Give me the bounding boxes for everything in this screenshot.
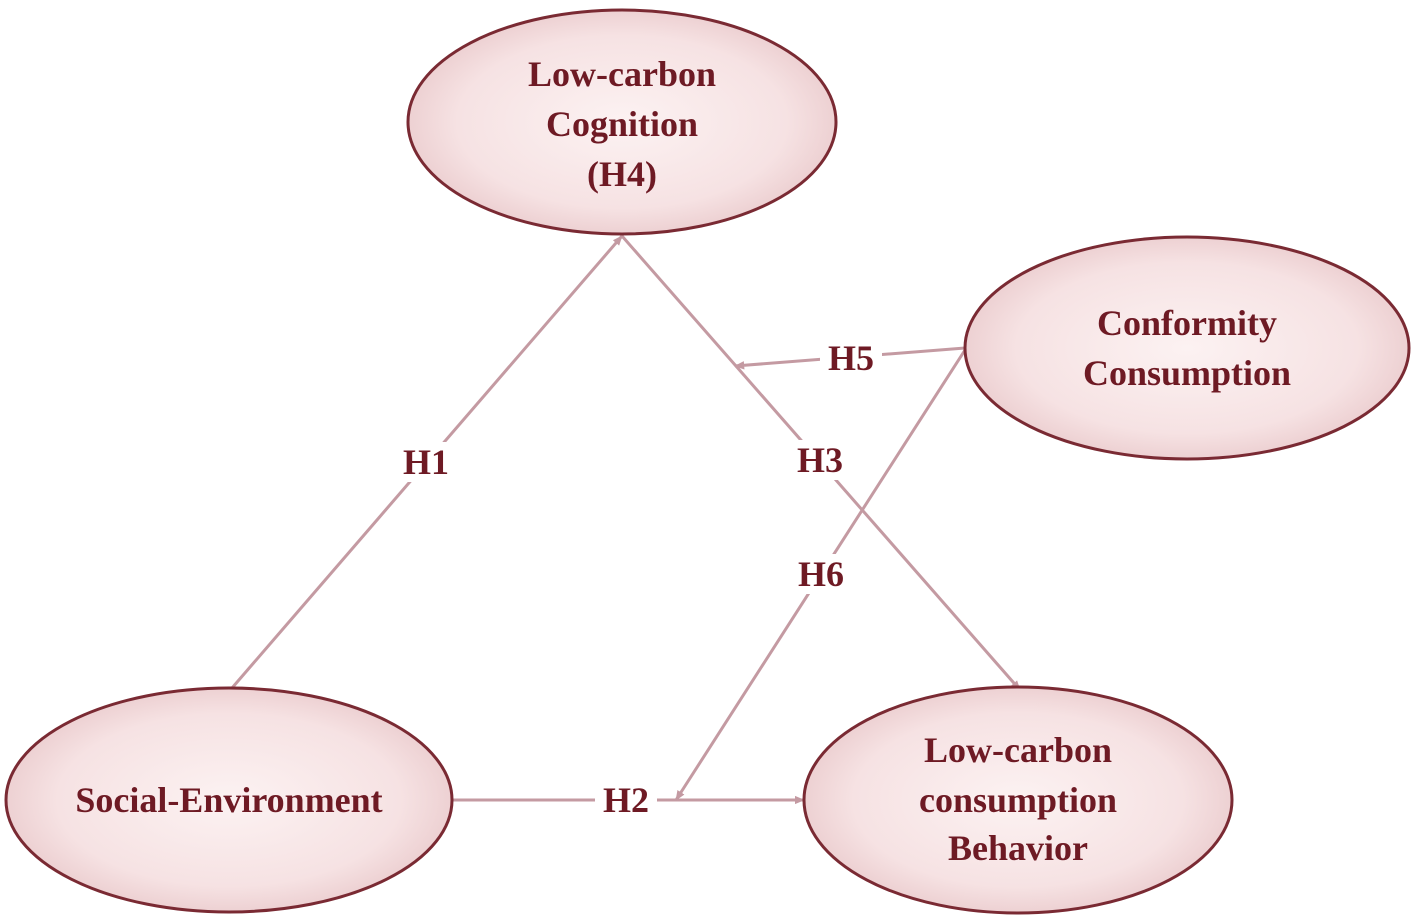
edge-label-h3: H3 xyxy=(789,440,851,480)
node-label-line: Social-Environment xyxy=(75,780,382,820)
node-low-carbon-consumption-behavior: Low-carbon consumption Behavior xyxy=(802,685,1234,915)
node-label-line: Cognition xyxy=(546,104,698,144)
edge-label-h1-text: H1 xyxy=(403,442,449,482)
edge-label-h5: H5 xyxy=(820,338,882,378)
node-label-line: Low-carbon xyxy=(528,54,716,94)
node-low-carbon-cognition: Low-carbon Cognition (H4) xyxy=(406,8,838,236)
edge-label-h2-text: H2 xyxy=(603,780,649,820)
edge-label-h6-text: H6 xyxy=(798,554,844,594)
edge-label-h1: H1 xyxy=(395,442,457,482)
node-conformity-consumption: Conformity Consumption xyxy=(963,235,1411,461)
node-label-line: Low-carbon xyxy=(924,730,1112,770)
edge-label-h6: H6 xyxy=(790,554,852,594)
node-label-line: consumption xyxy=(919,780,1117,820)
node-label-line: Conformity xyxy=(1097,303,1277,343)
edge-label-h3-text: H3 xyxy=(797,440,843,480)
node-label-line: (H4) xyxy=(587,154,657,194)
node-label-line: Consumption xyxy=(1083,353,1291,393)
node-label-line: Behavior xyxy=(948,828,1088,868)
node-social-environment: Social-Environment xyxy=(4,686,454,914)
edge-label-h2: H2 xyxy=(595,780,657,820)
edge-label-h5-text: H5 xyxy=(828,338,874,378)
